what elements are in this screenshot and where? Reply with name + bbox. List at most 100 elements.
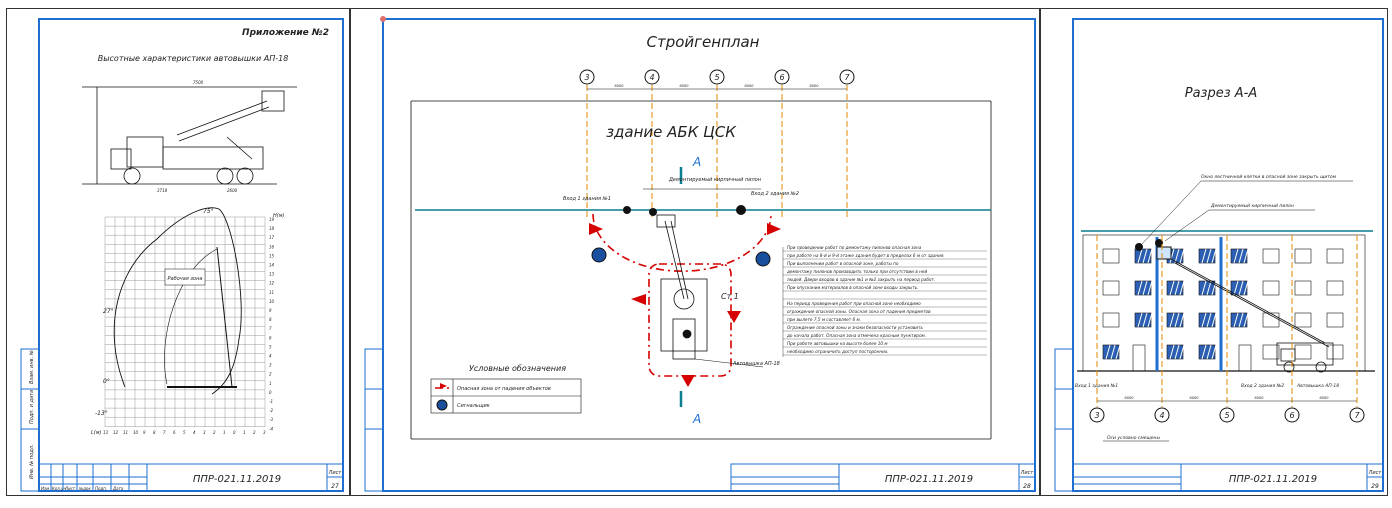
- section-mark-top: А: [692, 155, 701, 169]
- h-tick-label: 15: [269, 253, 275, 258]
- h-tick-label: 19: [269, 217, 275, 222]
- h-tick-label: 18: [269, 226, 275, 231]
- axis-label: 4: [1159, 411, 1164, 420]
- section-title: Разрез А-А: [1185, 86, 1258, 101]
- dim-top: 7500: [193, 80, 204, 85]
- side-label-3: Инв. № подл.: [29, 445, 35, 480]
- entry2-marker: [736, 205, 746, 215]
- section-label-1: Окно лестничной клетки в опасной зоне за…: [1201, 174, 1337, 180]
- h-tick-label: 8: [269, 317, 272, 322]
- angle-top: 75°: [203, 208, 214, 215]
- note-line: необходимо ограничить доступ посторонних…: [787, 349, 889, 354]
- l-tick-label: 8: [153, 430, 156, 435]
- axis-label: 6: [779, 73, 784, 82]
- dim-label: 6000: [810, 84, 820, 88]
- ct-label: Ст 1: [721, 292, 739, 301]
- window: [1262, 280, 1280, 296]
- stamp-cell-4: №док: [78, 486, 91, 491]
- h-tick-label: -1: [269, 399, 273, 404]
- entry2-label: Вход 2 здания №2: [751, 191, 799, 197]
- axis-bubble: [579, 69, 595, 85]
- axis-bubble: [1089, 407, 1105, 423]
- l-tick-label: 13: [103, 430, 109, 435]
- note-line: Ограждение опасной зоны и знаки безопасн…: [787, 325, 924, 330]
- axis-h-label: H(м): [273, 213, 284, 219]
- chart-grid: [104, 216, 266, 427]
- l-tick-label: 7: [163, 430, 166, 435]
- h-tick-label: 16: [269, 244, 275, 249]
- signalman-icon-left: [591, 247, 607, 263]
- entry1-label: Вход 1 здания №1: [563, 196, 611, 202]
- sheet3-list-no: 29: [1371, 483, 1379, 490]
- windows: [1102, 248, 1344, 360]
- h-tick-label: 13: [269, 272, 275, 277]
- sheet2-list-label: Лист: [1020, 470, 1035, 476]
- window: [1262, 248, 1280, 264]
- stamp-cell-1: Изм: [41, 486, 49, 491]
- truck-drawing: 7500 3718 2600: [82, 80, 297, 193]
- axis-label: 6: [1289, 411, 1294, 420]
- h-tick-label: -2: [269, 408, 273, 413]
- axis-label: 7: [844, 73, 850, 82]
- h-tick-label: 11: [269, 290, 274, 295]
- dim-label: 6000: [1190, 396, 1200, 400]
- side-label-2: Подп. и дата: [29, 390, 35, 424]
- dim-label: 6000: [745, 84, 755, 88]
- window: [1326, 248, 1344, 264]
- stamp-cell-5: Подп.: [95, 486, 107, 491]
- sheet2-list-no: 28: [1023, 483, 1031, 490]
- window: [1102, 312, 1120, 328]
- h-tick-label: 10: [269, 299, 275, 304]
- sheet1-code: ППР-021.11.2019: [193, 474, 281, 485]
- window: [1294, 344, 1312, 360]
- h-tick-label: 2: [269, 372, 272, 377]
- note-line: При опускании материалов в опасной зоне …: [787, 285, 919, 290]
- l-tick-label: 12: [113, 430, 119, 435]
- cantilever-label: Демонтируемый кирпичный пилон: [668, 177, 762, 183]
- dim-label: 6000: [1125, 396, 1135, 400]
- l-tick-label: 3: [263, 430, 266, 435]
- l-tick-label: 10: [133, 430, 139, 435]
- lift-label: Автовышка АП-18: [732, 361, 780, 367]
- note-line: При выполнении работ в опасной зоне, раб…: [787, 261, 899, 266]
- note-line: При работе автовышки на высоте более 10 …: [787, 341, 888, 346]
- notes-block: При проведении работ по демонтажу пилоно…: [782, 245, 987, 357]
- dim-bottom-1: 3718: [157, 188, 168, 193]
- axes-note: Оси условно смещены: [1107, 435, 1161, 441]
- l-tick-label: 1: [243, 430, 246, 435]
- axis-label: 3: [584, 73, 589, 82]
- section-lift: Автовышка АП-18: [1296, 383, 1339, 389]
- angle-left: 27°: [103, 308, 114, 315]
- section-entry1: Вход 1 здания №1: [1075, 383, 1118, 389]
- work-zone-chart: Рабочая зона 75° 27° 0° -13° H(м) L(м) 1…: [91, 207, 284, 436]
- section-mark-bottom: А: [692, 412, 701, 426]
- site-plan-title: Стройгенплан: [647, 33, 760, 51]
- title-block: ППР-021.11.2019 Лист 27 Изм Кол.уч Лист …: [38, 463, 344, 492]
- h-tick-label: 0: [269, 390, 272, 395]
- h-tick-label: -3: [269, 417, 273, 422]
- window: [1326, 280, 1344, 296]
- window: [1326, 344, 1344, 360]
- dim-label: 6000: [615, 84, 625, 88]
- title-block-3: ППР-021.11.2019 Лист 29: [1072, 463, 1384, 492]
- note-line: до начала работ. Опасная зона отмечена к…: [786, 333, 926, 338]
- building-label: здание АБК ЦСК: [606, 123, 737, 141]
- building-facade: [1077, 230, 1375, 372]
- section-label-2: Демонтируемый кирпичный пилон: [1210, 203, 1294, 209]
- window: [1294, 312, 1312, 328]
- lift-side: [1170, 258, 1334, 373]
- work-zone-label-box: [164, 268, 206, 286]
- legend-item-2: Сигнальщик: [457, 403, 490, 409]
- axis-bubble: [644, 69, 660, 85]
- note-line: демонтажу пилонов производить только при…: [786, 269, 927, 274]
- axis-bubble: [1219, 407, 1235, 423]
- l-tick-label: 9: [143, 430, 146, 435]
- sheet1-list-label: Лист: [328, 470, 343, 476]
- l-tick-label: 6: [173, 430, 176, 435]
- axis-bubble: [1284, 407, 1300, 423]
- axis-label: 5: [714, 73, 719, 82]
- stamp-cell-3: Лист: [64, 486, 76, 491]
